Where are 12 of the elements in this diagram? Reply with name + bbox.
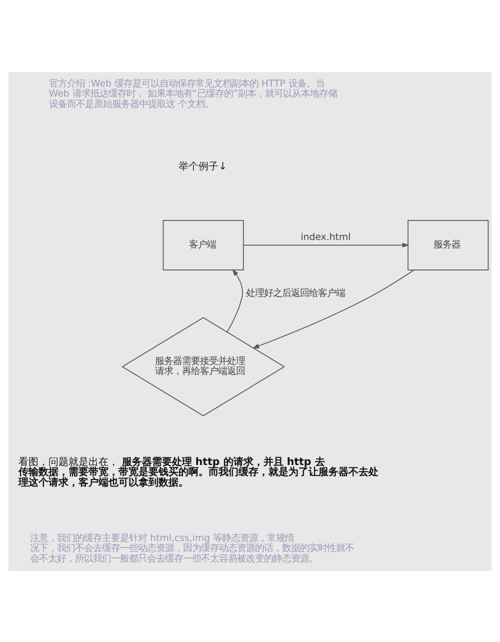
node-diamond: 服务器需要接受并处理请求，再给客户端返回 [122, 316, 286, 416]
label: 举个例子↓ [178, 160, 228, 172]
label: 看图，问题就是出在，服务器需要处理 http 的请求，并且 http 去传输数据，需要带宽，带宽是要钱买的啊。而我们缓存，就是为了让服务器不去处理这个请求，客户端也可以拿到数据。 [18, 456, 379, 488]
arrow [243, 242, 410, 248]
arrow [252, 269, 414, 348]
node-box: 服务器 [408, 220, 489, 270]
edge-label: index.html [300, 231, 351, 242]
label: 官方介绍 :Web 缓存是可以自动保存常见文档副本的 HTTP 设备。当 Web 请求抵达缓存时， 如果本地有“已缓存的”副本，就可以从本地存储设备而不是原始服务器中提取这 个文档。 [48, 78, 338, 110]
node-box: 客户端 [162, 220, 244, 270]
arrow [226, 268, 243, 332]
edge-label: 处理好之后返回给客户端 [246, 288, 345, 299]
label: 注意，我们的缓存主要是针对 html,css,img 等静态资源，常规情况下，我们不会去缓存一些动态资源，因为缓存动态资源的话，数据的实时性就不会不太好，所以我们一般都只会去缓存一些不太容易被改变的静态资源。 [30, 532, 354, 564]
